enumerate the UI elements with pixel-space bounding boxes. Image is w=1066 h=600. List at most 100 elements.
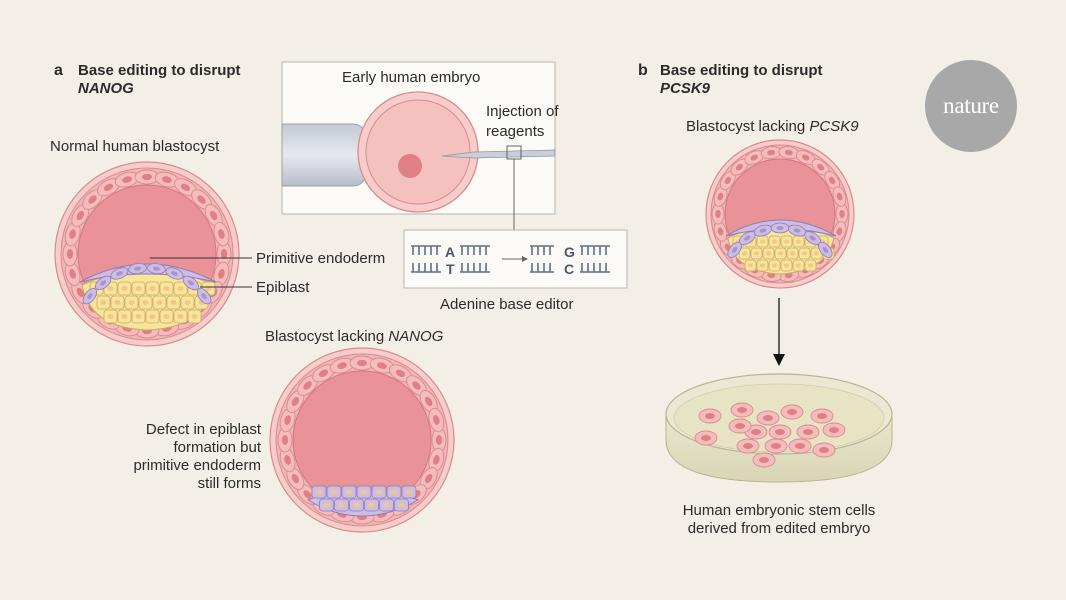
injection-needle [441,149,556,159]
cell-nucleus [142,299,149,306]
cell-nucleus [318,369,329,378]
cell-nucleus [433,415,440,425]
nature-logo-text: nature [943,93,999,118]
cell-nucleus [795,263,802,268]
cell-nucleus [735,163,743,171]
cell-nucleus [822,246,829,253]
cell-nucleus [829,176,836,185]
stem-cells-label-line2: derived from edited embryo [687,520,871,537]
cell-nucleus [795,239,802,244]
cell-nucleus [323,502,330,508]
defect-line-1: Defect in epiblast [145,421,261,438]
cell-nucleus [759,228,767,233]
cell-nucleus [747,263,754,268]
cell-nucleus [162,176,172,183]
cell-nucleus [715,210,721,218]
cell-nucleus [759,239,766,244]
trophectoderm-cells [711,146,849,282]
cell-nucleus [220,249,228,259]
cell-nucleus [724,176,731,185]
cell-nucleus [753,251,760,256]
cell-nucleus [817,163,825,171]
cell-nucleus [817,413,827,419]
cell-nucleus [744,235,751,241]
cell-nucleus [337,362,347,369]
cell-nucleus [383,502,390,508]
cell-nucleus [184,299,191,306]
cell-nucleus [218,229,225,239]
cell-nucleus [66,249,74,259]
cell-nucleus [717,227,724,236]
cell-nucleus [135,313,142,320]
defect-line-2: formation but [173,439,261,456]
endoderm-cells [311,485,417,512]
primitive-endoderm-label: Primitive endoderm [256,250,386,267]
cell-nucleus [218,269,225,279]
cell-nucleus [795,443,805,449]
panel-b-letter: b [638,62,648,79]
cell-nucleus [375,489,383,495]
cell-nucleus [767,149,776,156]
base-t: T [446,261,455,277]
cell-nucleus [88,195,97,204]
cell-nucleus [424,473,433,484]
nanog-label-gene: NANOG [388,328,444,345]
cell-nucleus [398,502,405,508]
cell-nucleus [135,285,142,292]
cell-nucleus [303,381,312,390]
cell-nucleus [114,299,121,306]
cell-nucleus [759,263,766,268]
panel-b-gene: PCSK9 [660,80,711,97]
cell-nucleus [776,226,784,230]
cell-nucleus [315,489,323,495]
normal-blastocyst-label: Normal human blastocyst [50,138,220,155]
cell-nucleus [284,455,291,465]
cell-nucleus [291,473,300,484]
base-editor-label: Adenine base editor [440,296,574,313]
cell-nucleus [357,359,367,367]
dna-strand-2 [460,245,490,273]
cell-nucleus [801,154,810,161]
cell-nucleus [424,396,433,407]
cell-nucleus [69,229,76,239]
cell-nucleus [345,489,353,495]
pcsk9-lacking-blastocyst [705,139,855,289]
base-c: C [564,261,575,277]
cell-nucleus [156,299,163,306]
base-g: G [564,244,575,260]
cell-nucleus [116,271,123,276]
cell-nucleus [731,246,738,253]
cell-nucleus [771,443,781,449]
panel-b-title: Base editing to disrupt [660,62,823,79]
defect-line-3: primitive endoderm [133,457,261,474]
cell-nucleus [69,269,76,279]
cell-nucleus [360,489,368,495]
cell-nucleus [284,415,291,425]
cell-nucleus [201,293,207,300]
cell-nucleus [765,251,772,256]
defect-line-4: still forms [197,475,261,492]
panel-a-title: Base editing to disrupt [78,62,241,79]
cell-nucleus [76,210,85,221]
pcsk9-label-prefix: Blastocyst lacking [686,118,810,135]
cell-nucleus [750,154,759,161]
cell-nucleus [763,415,773,421]
normal-blastocyst [54,161,252,347]
cell-nucleus [789,251,796,256]
cell-nucleus [128,299,135,306]
cell-nucleus [100,299,107,306]
holding-pipette [281,123,367,187]
cell-nucleus [775,429,785,435]
epiblast-cells [89,281,216,324]
base-a: A [445,244,456,260]
cell-nucleus [103,183,114,192]
cell-nucleus [809,235,816,241]
cell-nucleus [405,489,413,495]
base-editor-panel [403,229,628,289]
cell-nucleus [163,313,170,320]
cell-nucleus [152,266,160,271]
epiblast-label: Epiblast [256,279,310,296]
cell-nucleus [107,285,114,292]
cell-nucleus [783,263,790,268]
cell-nucleus [793,228,801,233]
